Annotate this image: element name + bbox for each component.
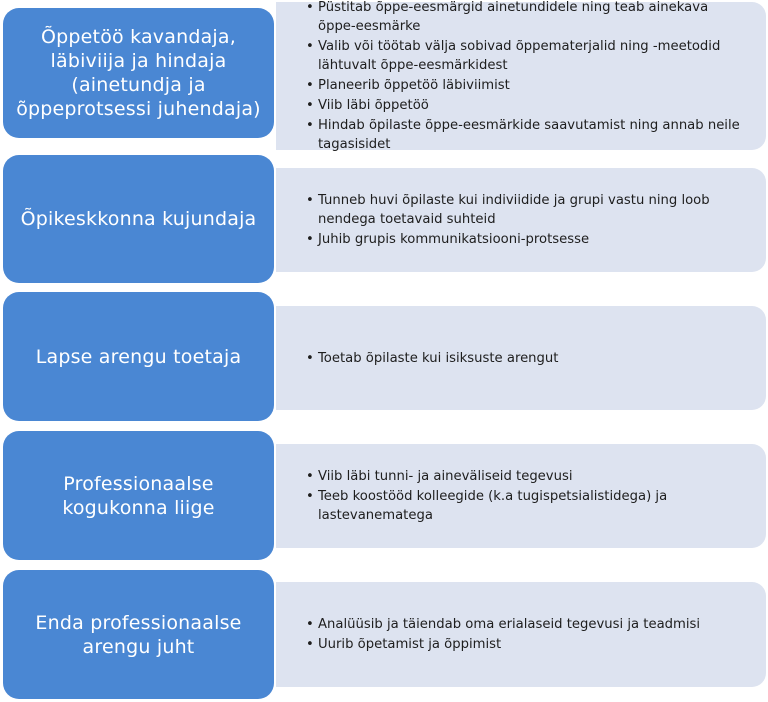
role-box-2: Õpikeskkonna kujundaja <box>3 155 274 283</box>
list-item: Püstitab õppe-eesmärgid ainetundidele ni… <box>306 0 744 36</box>
description-list: Tunneb huvi õpilaste kui indiviidide ja … <box>306 191 744 249</box>
list-item: Tunneb huvi õpilaste kui indiviidide ja … <box>306 191 744 229</box>
role-title: Õpikeskkonna kujundaja <box>20 208 257 230</box>
role-title: Õppetöö kavandaja, läbiviija ja hindaja … <box>16 26 261 120</box>
role-title: Enda professionaalse arengu juht <box>35 611 242 658</box>
description-box-2: Tunneb huvi õpilaste kui indiviidide ja … <box>276 168 766 272</box>
role-box-4: Professionaalse kogukonna liige <box>3 431 274 560</box>
role-title: Lapse arengu toetaja <box>35 345 242 368</box>
list-item: Viib läbi tunni- ja aineväliseid tegevus… <box>306 467 744 486</box>
list-item: Analüüsib ja täiendab oma erialaseid teg… <box>306 615 744 634</box>
list-item: Juhib grupis kommunikatsiooni-protsesse <box>306 230 744 249</box>
list-item: Planeerib õppetöö läbiviimist <box>306 76 744 95</box>
description-list: Viib läbi tunni- ja aineväliseid tegevus… <box>306 467 744 525</box>
role-box-1: Õppetöö kavandaja, läbiviija ja hindaja … <box>3 8 274 138</box>
description-box-5: Analüüsib ja täiendab oma erialaseid teg… <box>276 582 766 687</box>
description-list: Analüüsib ja täiendab oma erialaseid teg… <box>306 615 744 654</box>
role-box-5: Enda professionaalse arengu juht <box>3 570 274 699</box>
list-item: Valib või töötab välja sobivad õppemater… <box>306 37 744 75</box>
description-box-1: Püstitab õppe-eesmärgid ainetundidele ni… <box>276 0 766 152</box>
role-box-3: Lapse arengu toetaja <box>3 292 274 421</box>
description-list: Püstitab õppe-eesmärgid ainetundidele ni… <box>306 0 744 154</box>
description-box-3: Toetab õpilaste kui isiksuste arengut <box>276 306 766 410</box>
role-title: Professionaalse kogukonna liige <box>62 472 215 519</box>
list-item: Uurib õpetamist ja õppimist <box>306 635 744 654</box>
list-item: Hindab õpilaste õppe-eesmärkide saavutam… <box>306 116 744 154</box>
list-item: Viib läbi õppetöö <box>306 96 744 115</box>
list-item: Teeb koostööd kolleegide (k.a tugispetsi… <box>306 487 744 525</box>
description-box-4: Viib läbi tunni- ja aineväliseid tegevus… <box>276 444 766 548</box>
list-item: Toetab õpilaste kui isiksuste arengut <box>306 349 744 368</box>
description-list: Toetab õpilaste kui isiksuste arengut <box>306 349 744 368</box>
